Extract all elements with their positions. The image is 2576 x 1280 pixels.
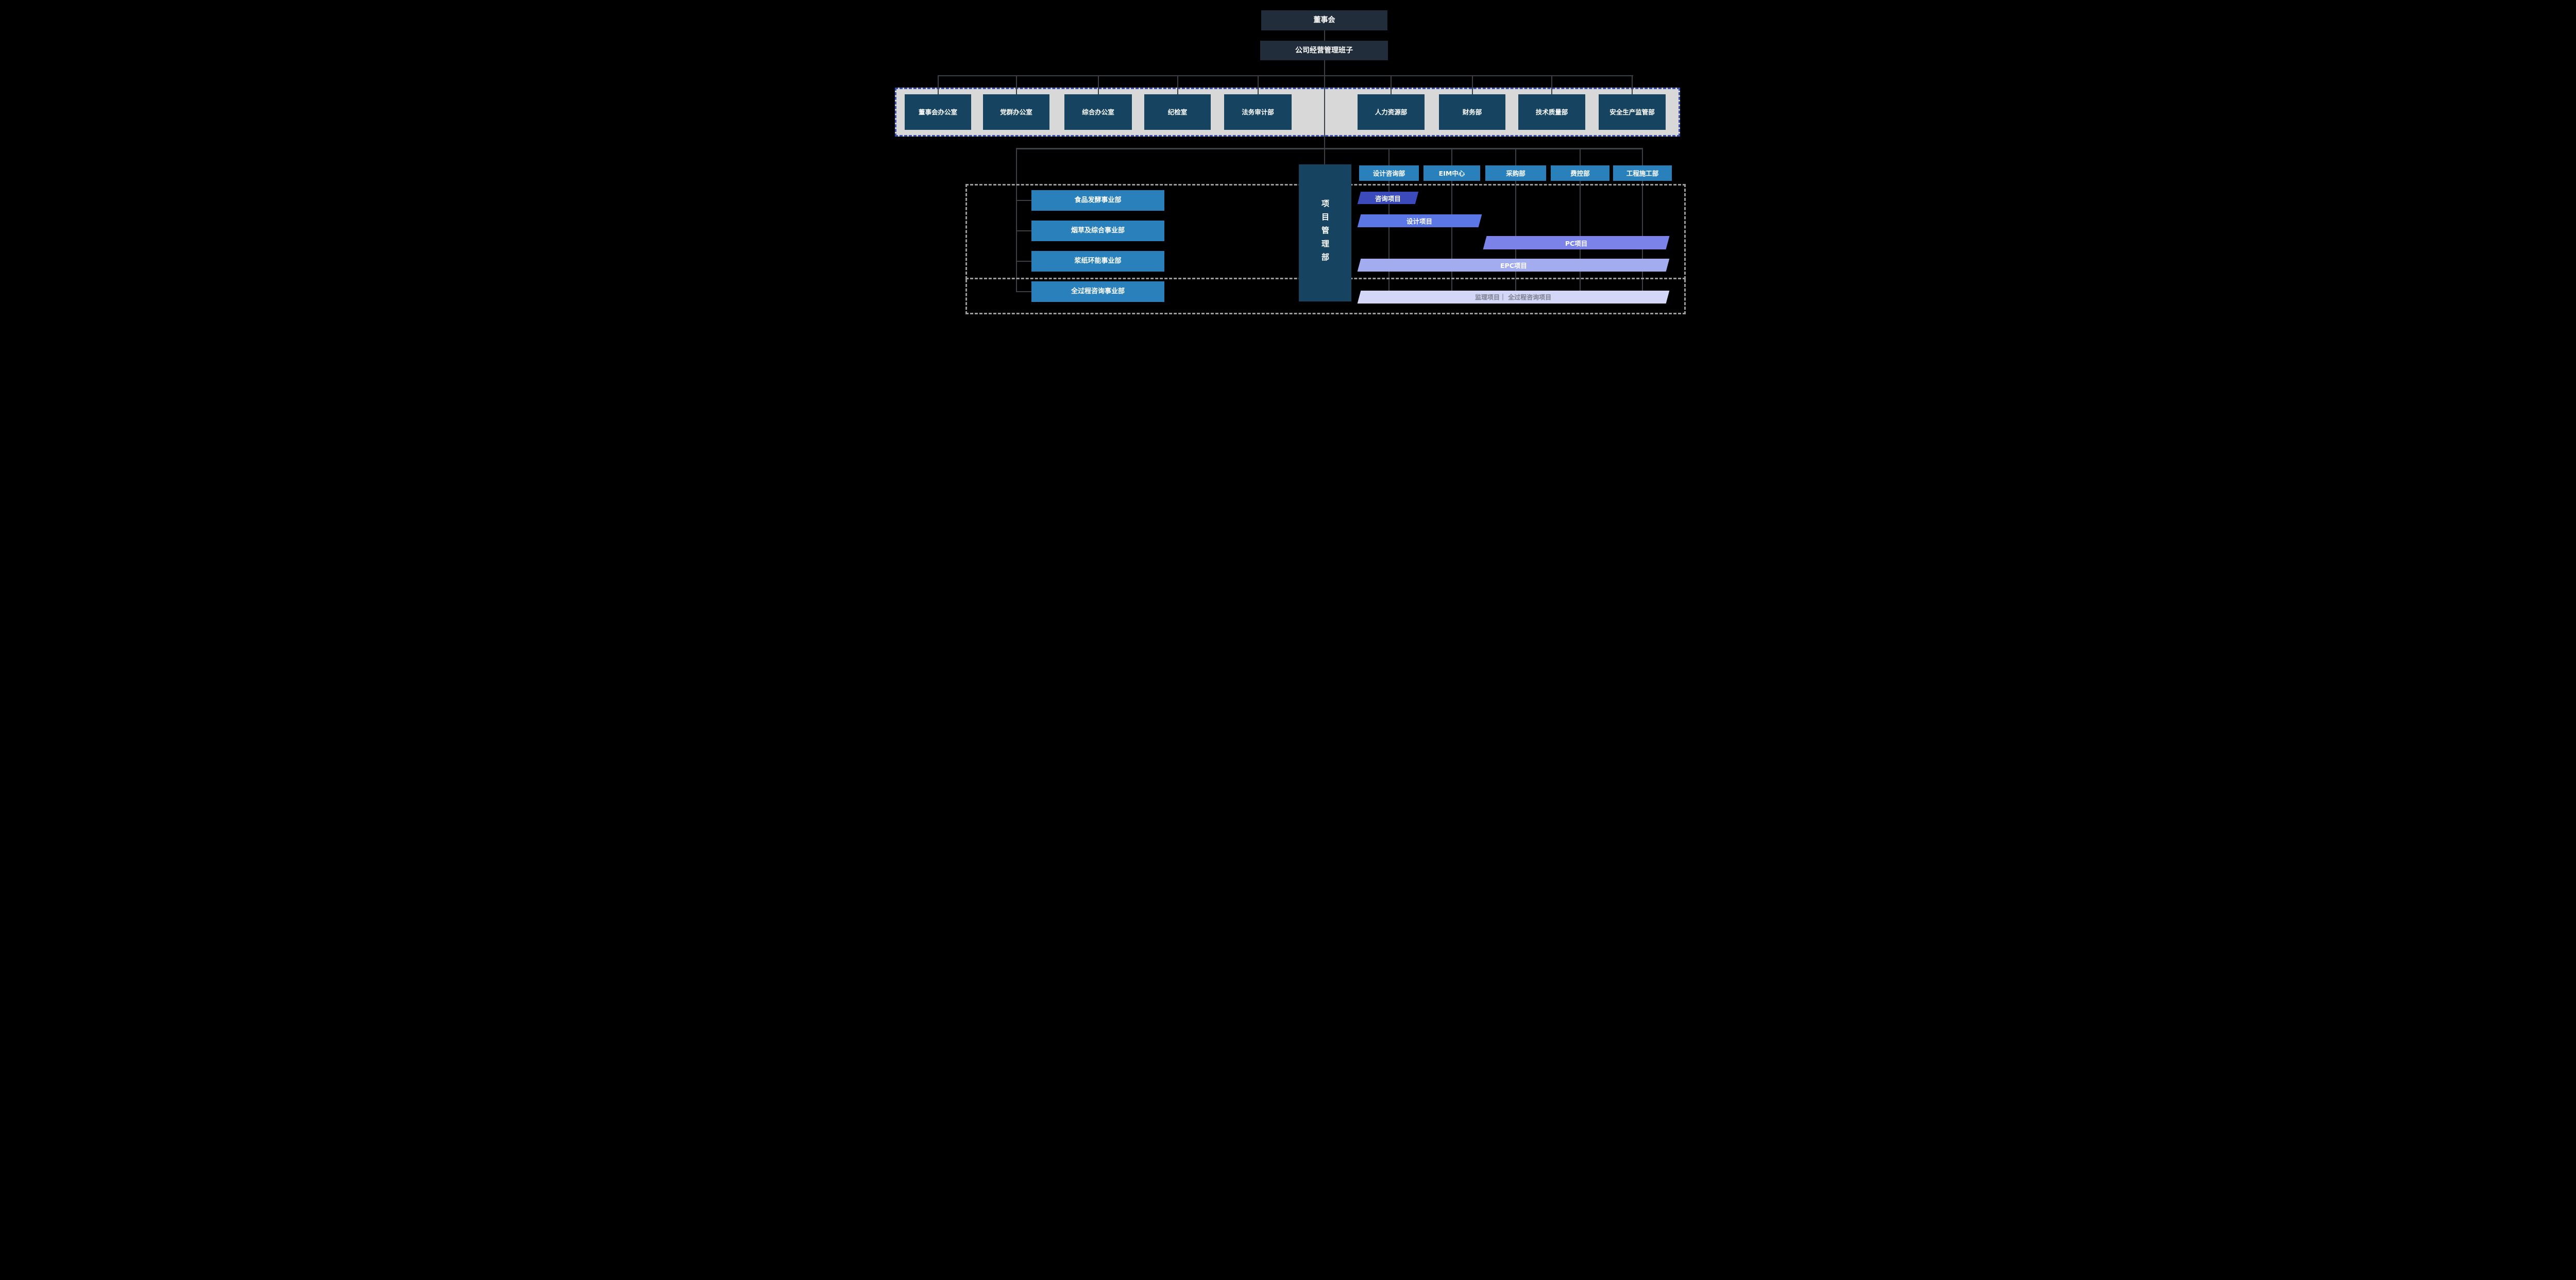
connector-board-to-management	[1324, 30, 1325, 41]
functional-dept-box: 法务审计部	[1224, 94, 1292, 130]
connector-center-trunk	[1324, 60, 1325, 164]
project-dept-label: 费控部	[1570, 169, 1590, 177]
project-bar-label: EPC项目	[1500, 262, 1527, 270]
business-division-label: 全过程咨询事业部	[1071, 288, 1125, 296]
functional-dept-box: 综合办公室	[1064, 94, 1132, 130]
project-management-dept-label: 项目管理部	[1320, 199, 1330, 266]
project-bar-label: PC项目	[1565, 239, 1588, 247]
management-team-box: 公司经营管理班子	[1260, 41, 1388, 60]
project-bar-epc: EPC项目	[1357, 259, 1670, 272]
connector-drop	[1391, 75, 1392, 94]
functional-dept-box: 技术质量部	[1518, 94, 1585, 130]
business-division-label: 烟草及综合事业部	[1071, 227, 1125, 235]
functional-dept-box: 安全生产监管部	[1599, 94, 1666, 130]
business-division-box: 全过程咨询事业部	[1031, 281, 1164, 302]
project-bar-label: 设计项目	[1406, 217, 1433, 225]
project-dept-header: 工程施工部	[1613, 165, 1672, 181]
connector-column-line	[1515, 149, 1516, 291]
connector-mid-distribution	[1016, 148, 1643, 149]
connector-drop	[938, 75, 939, 94]
business-division-box: 浆纸环能事业部	[1031, 251, 1164, 272]
connector-drop	[1551, 75, 1552, 94]
functional-dept-box: 纪检室	[1144, 94, 1211, 130]
board-of-directors-label: 董事会	[1313, 16, 1335, 25]
business-division-box: 食品发酵事业部	[1031, 190, 1164, 211]
functional-dept-box: 党群办公室	[983, 94, 1049, 130]
connector-stub	[1016, 200, 1032, 201]
project-bar-supervision: 监理项目｜ 全过程咨询项目	[1357, 291, 1670, 304]
project-dept-label: 采购部	[1506, 169, 1526, 177]
connector-column-line	[1642, 149, 1643, 291]
functional-dept-box: 人力资源部	[1358, 94, 1425, 130]
project-bar-consulting: 咨询项目	[1357, 192, 1419, 204]
org-chart: 董事会 公司经营管理班子 董事会办公室 党群办公室 综合办公室 纪检室 法务审计…	[886, 0, 1690, 320]
project-management-dept-box: 项目管理部	[1299, 164, 1351, 301]
connector-drop	[1016, 75, 1017, 94]
project-dept-label: 工程施工部	[1626, 169, 1659, 177]
project-dept-header: 设计咨询部	[1359, 165, 1419, 181]
connector-drop	[1472, 75, 1473, 94]
connector-drop	[1632, 75, 1633, 94]
functional-dept-label: 董事会办公室	[918, 108, 957, 116]
connector-top-distribution	[938, 75, 1633, 76]
functional-dept-label: 党群办公室	[1000, 108, 1032, 116]
functional-dept-label: 综合办公室	[1082, 108, 1114, 116]
functional-dept-label: 安全生产监管部	[1609, 108, 1655, 116]
project-bar-label: 咨询项目	[1375, 194, 1401, 203]
business-division-label: 浆纸环能事业部	[1074, 257, 1122, 265]
project-dept-header: EIM中心	[1423, 165, 1480, 181]
management-team-label: 公司经营管理班子	[1295, 46, 1353, 55]
functional-dept-label: 法务审计部	[1242, 108, 1274, 116]
connector-left-trunk	[1016, 148, 1017, 292]
functional-dept-label: 技术质量部	[1535, 108, 1568, 116]
connector-drop	[1098, 75, 1099, 94]
business-division-box: 烟草及综合事业部	[1031, 221, 1164, 241]
business-division-label: 食品发酵事业部	[1074, 196, 1122, 205]
business-area-container-lower	[965, 279, 1686, 314]
functional-dept-label: 财务部	[1462, 108, 1482, 116]
project-dept-header: 费控部	[1551, 165, 1609, 181]
functional-dept-label: 纪检室	[1167, 108, 1188, 116]
board-of-directors-box: 董事会	[1261, 10, 1387, 30]
connector-drop	[1258, 75, 1259, 94]
project-bar-pc: PC项目	[1483, 236, 1670, 249]
functional-dept-label: 人力资源部	[1375, 108, 1408, 116]
connector-stub	[1016, 230, 1032, 231]
project-bar-label: 监理项目｜ 全过程咨询项目	[1475, 294, 1552, 301]
functional-dept-box: 财务部	[1439, 94, 1505, 130]
functional-dept-box: 董事会办公室	[905, 94, 971, 130]
connector-stub	[1016, 261, 1032, 262]
project-dept-header: 采购部	[1485, 165, 1546, 181]
project-dept-label: 设计咨询部	[1372, 169, 1405, 177]
project-dept-label: EIM中心	[1438, 169, 1465, 177]
connector-stub	[1016, 291, 1032, 292]
connector-column-line	[1580, 149, 1581, 291]
connector-drop	[1177, 75, 1178, 94]
project-bar-design: 设计项目	[1357, 214, 1482, 227]
